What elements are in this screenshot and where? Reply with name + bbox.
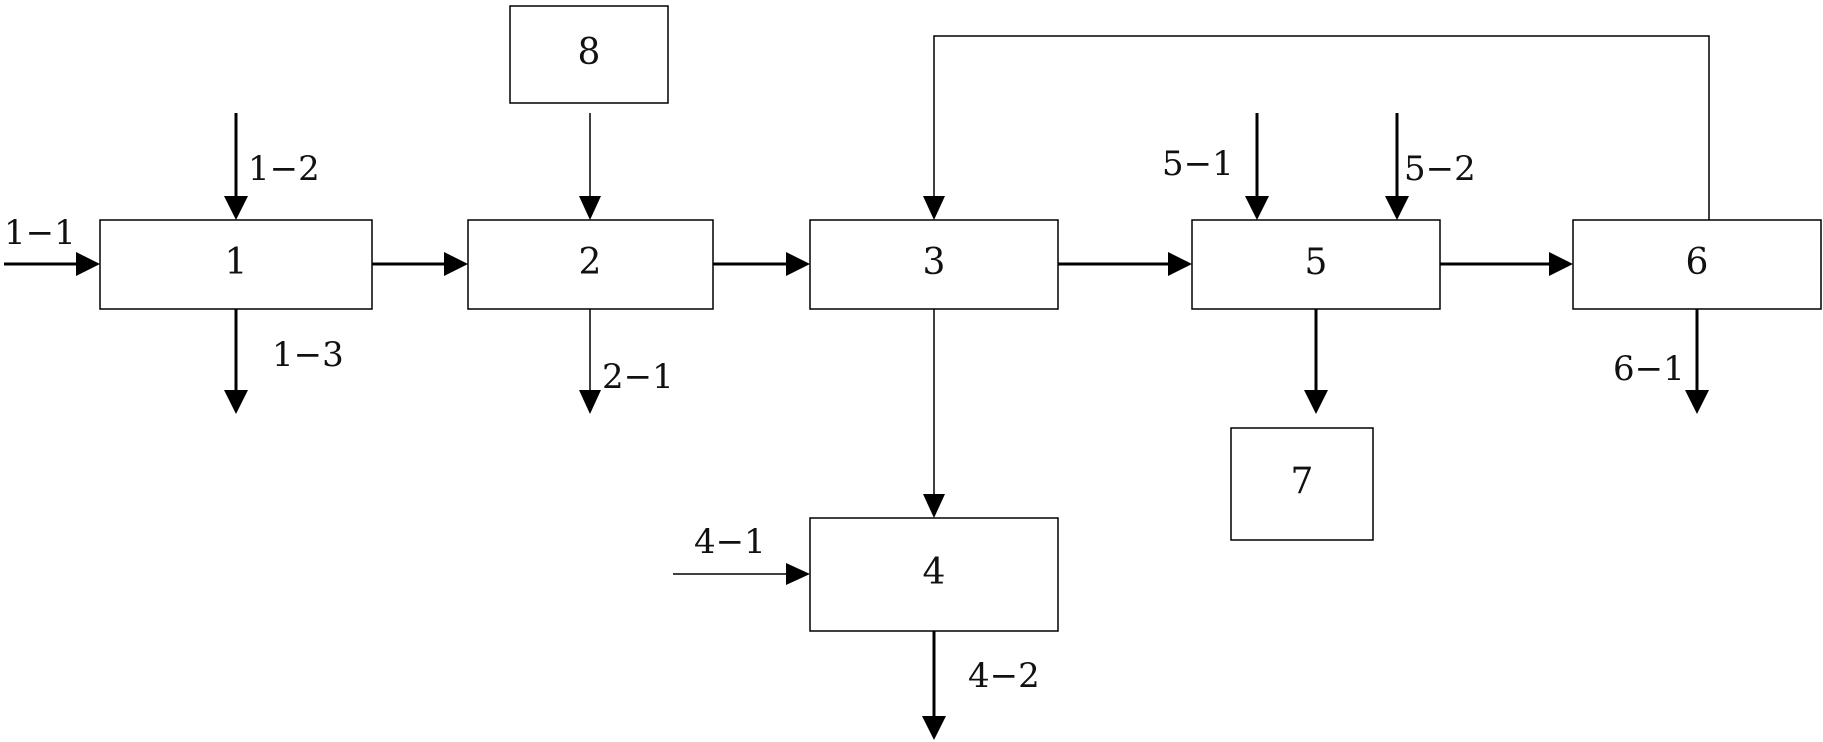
box-1: 1	[99, 219, 373, 310]
arrow-stream-4-2	[922, 631, 946, 740]
box-6-label: 6	[1686, 242, 1709, 283]
stream-label-5-1: 5−1	[1162, 144, 1234, 184]
box-5-label: 5	[1305, 242, 1328, 283]
stream-label-4-2: 4−2	[968, 656, 1040, 696]
arrow-stream-1-3	[224, 309, 248, 414]
box-2-label: 2	[579, 242, 602, 283]
arrow-stream-6-1	[1685, 309, 1709, 414]
stream-label-1-3: 1−3	[272, 335, 344, 375]
arrow-5-to-7	[1304, 309, 1328, 414]
box-1-label: 1	[225, 242, 248, 283]
arrow-stream-1-2	[224, 113, 248, 220]
arrow-stream-5-2	[1385, 113, 1409, 220]
arrow-stream-5-1	[1245, 113, 1269, 220]
box-3-label: 3	[923, 242, 946, 283]
recycle-arrow-6-to-3	[923, 35, 1710, 220]
arrow-stream-2-1	[579, 309, 601, 414]
stream-label-5-2: 5−2	[1404, 149, 1476, 189]
box-7: 7	[1230, 427, 1374, 541]
box-3: 3	[809, 219, 1059, 310]
box-4: 4	[809, 517, 1059, 632]
arrow-1-to-2	[372, 252, 468, 276]
box-8: 8	[509, 5, 669, 104]
box-4-label: 4	[923, 552, 946, 593]
arrow-stream-1-1	[4, 252, 100, 276]
box-7-label: 7	[1291, 461, 1314, 502]
box-8-label: 8	[578, 32, 601, 73]
arrow-stream-4-1	[673, 563, 810, 585]
stream-label-4-1: 4−1	[694, 522, 766, 562]
stream-label-1-1: 1−1	[4, 213, 76, 253]
stream-label-1-2: 1−2	[248, 149, 320, 189]
arrow-5-to-6	[1440, 252, 1573, 276]
stream-label-2-1: 2−1	[602, 357, 674, 397]
box-6: 6	[1572, 219, 1822, 310]
box-2: 2	[467, 219, 714, 310]
arrow-2-to-3	[713, 252, 810, 276]
stream-label-6-1: 6−1	[1613, 349, 1685, 389]
arrow-8-to-2	[579, 113, 601, 220]
box-5: 5	[1191, 219, 1441, 310]
arrow-3-to-5	[1058, 252, 1192, 276]
arrow-3-to-4	[923, 309, 945, 518]
